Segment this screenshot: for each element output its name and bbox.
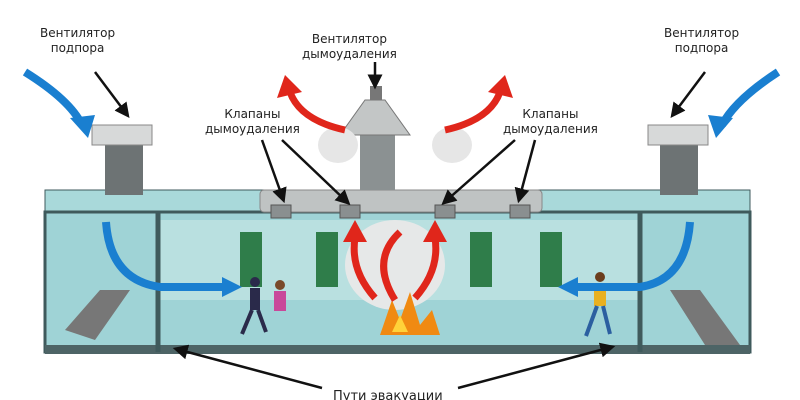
label-line: подпора [50,41,105,55]
label-supply-fan-right: Вентилятор подпора [664,26,739,56]
smoke-duct [259,189,543,213]
label-line: подпора [674,41,729,55]
evacuating-people-left [240,277,286,335]
leader-lines [94,62,706,390]
smoke-dampers [270,204,531,219]
supply-air-arrowheads [70,115,733,297]
label-line: дымоудаления [205,122,300,136]
label-line: Клапаны [224,107,281,121]
grate-left [65,290,130,340]
label-line: Вентилятор [664,26,740,40]
supply-fan-left-graphic [91,124,153,195]
label-line: Клапаны [522,107,579,121]
label-line: дымоудаления [503,122,598,136]
label-line: дымоудаления [302,47,397,61]
label-evacuation-routes: Пути эвакуации [333,389,443,400]
floor [45,345,750,354]
label-smoke-valves-left: Клапаны дымоудаления [205,107,300,137]
fire-icon [380,292,440,335]
grate-right [670,290,740,345]
supply-fan-right-graphic [647,124,709,195]
label-supply-fan-left: Вентилятор подпора [40,26,115,56]
label-smoke-fan: Вентилятор дымоудаления [302,32,397,62]
label-line: Вентилятор [40,26,116,40]
label-smoke-valves-right: Клапаны дымоудаления [503,107,598,137]
smoke-arrowheads [277,75,513,242]
label-line: Вентилятор [311,32,387,46]
smoke-fan-graphic [318,86,472,190]
smoke-arrows [286,90,504,302]
